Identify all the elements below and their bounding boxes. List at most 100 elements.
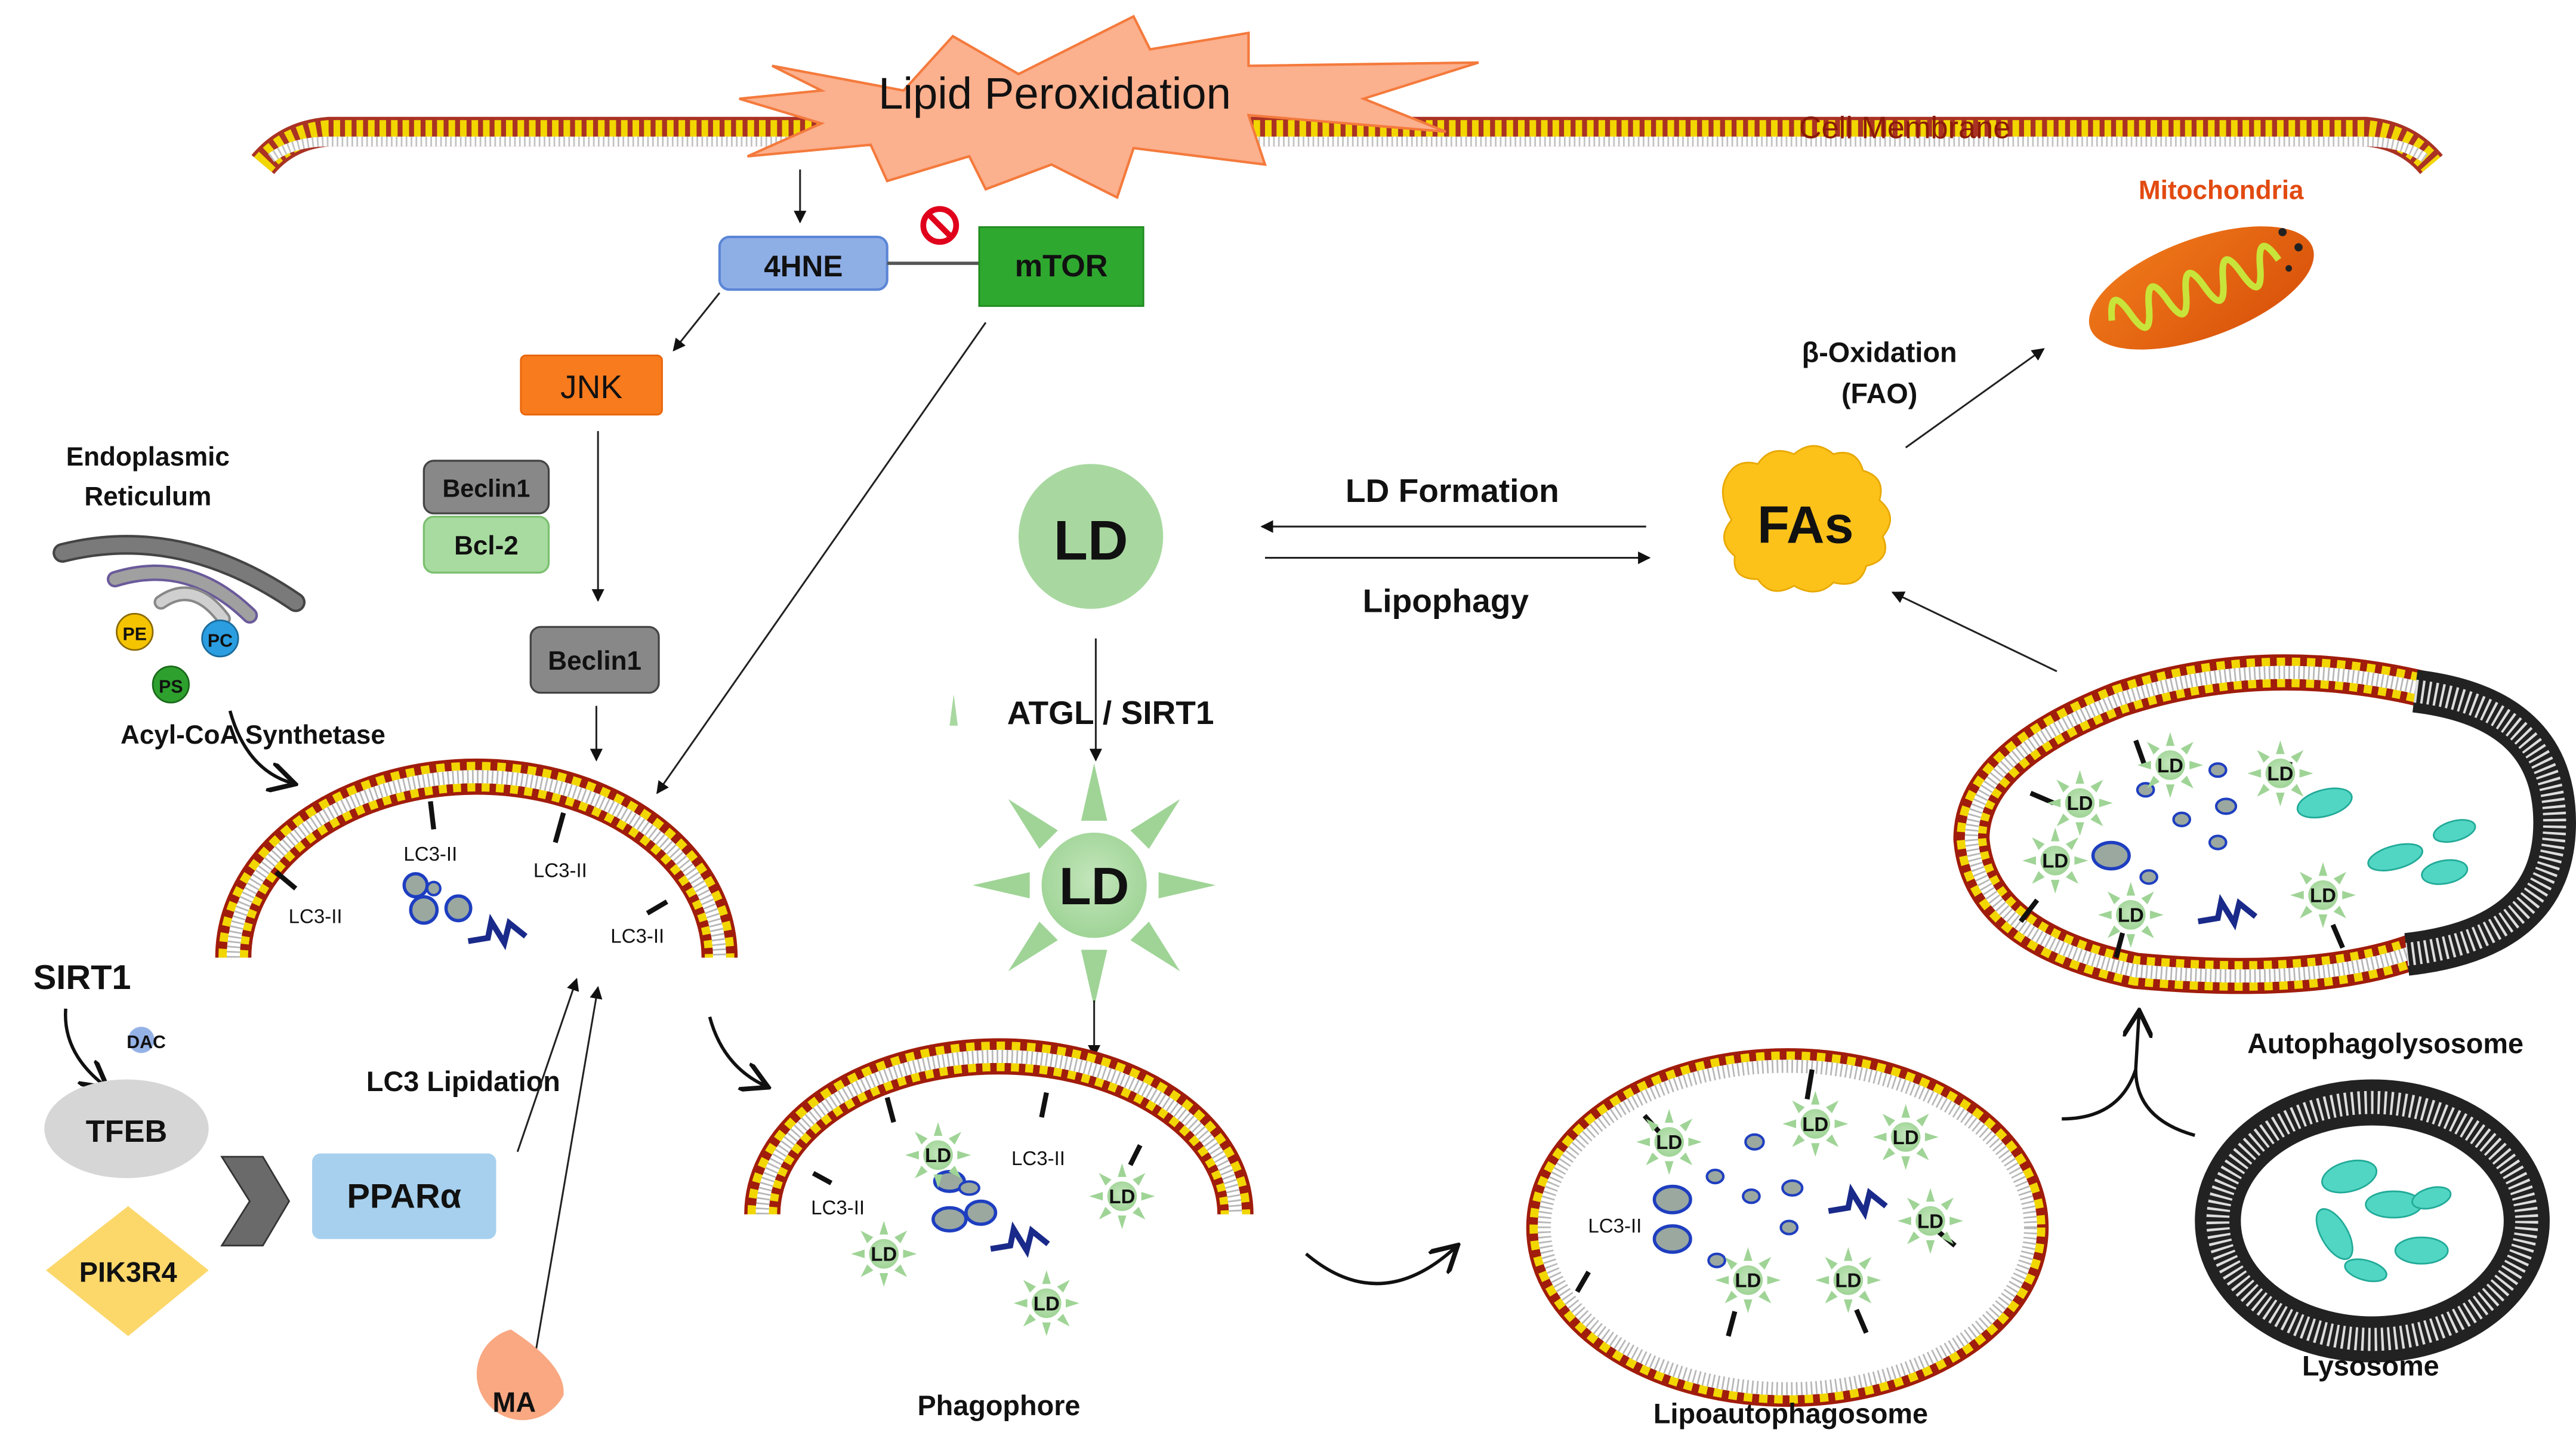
ld-ray	[1057, 1314, 1070, 1327]
ld-ray	[2075, 822, 2084, 836]
fao-label: (FAO)	[1841, 378, 1917, 409]
lipophagy-label: Lipophagy	[1363, 583, 1529, 620]
small-ld-icon: LD	[1636, 1109, 1702, 1175]
lc3-ii-label: LC3-II	[1011, 1148, 1065, 1170]
ld-ray	[1825, 1134, 1839, 1147]
ld-label: LD	[2310, 885, 2336, 907]
chevron-icon	[220, 1156, 291, 1247]
ld-ray	[860, 1264, 874, 1277]
ld-ray	[2126, 882, 2136, 896]
ld-ray	[2107, 891, 2121, 905]
curve-arrow-to-phagophore	[708, 1016, 766, 1086]
small-ld-icon: LD	[1089, 1163, 1155, 1230]
ld-ray	[1767, 1276, 1781, 1285]
svg-text:JNK: JNK	[560, 368, 622, 405]
ld-core	[1107, 1181, 1137, 1212]
ld-ray	[2126, 934, 2136, 948]
ld-ray	[1679, 1119, 1693, 1132]
fusion-curve-left	[2062, 1069, 2137, 1121]
ld-ray	[1882, 1147, 1895, 1160]
ld-ray	[1815, 1276, 1830, 1285]
ld-ray	[915, 1166, 928, 1179]
ld-label: LD	[1835, 1270, 1861, 1292]
ld-ray	[880, 1221, 889, 1235]
ld-ray	[2022, 856, 2036, 865]
lipid-peroxidation-label: Lipid Peroxidation	[878, 69, 1231, 118]
ld-ray	[2090, 814, 2103, 827]
small-ld-icon: LD	[2097, 882, 2164, 948]
ld-ray	[1916, 1113, 1929, 1127]
ld-ray	[1688, 1138, 1702, 1147]
ld-ray	[1042, 1322, 1051, 1336]
ld-ray	[1665, 1161, 1674, 1175]
ld-ray	[2147, 775, 2160, 788]
pc-molecule: PC	[201, 619, 239, 658]
ld-ray	[894, 1230, 908, 1243]
ld-core	[2308, 880, 2338, 910]
small-ld-icon: LD	[1872, 1104, 1939, 1170]
ld-ray	[2318, 914, 2328, 928]
ld-label: LD	[1893, 1127, 1919, 1149]
ld-ray	[1759, 1256, 1772, 1270]
mtor-node: mTOR	[978, 226, 1144, 307]
svg-text:LD: LD	[1054, 509, 1128, 571]
acyl-coa-curve-arrow	[228, 710, 292, 783]
ld-ray	[2291, 750, 2304, 763]
ld-label: LD	[2157, 755, 2183, 777]
ld-ray	[2180, 775, 2194, 788]
ld-ray	[2075, 770, 2084, 784]
ld-ray	[1133, 1173, 1146, 1186]
ld-ray	[1926, 1188, 1935, 1202]
svg-text:DAC: DAC	[127, 1033, 166, 1052]
ld-ray	[880, 1273, 889, 1287]
autophagolysosome-label: Autophagolysosome	[2247, 1028, 2523, 1059]
lysosome	[2195, 1079, 2550, 1363]
small-ld-icon: LD	[2047, 770, 2113, 836]
ld-ray	[2097, 910, 2112, 920]
svg-text:mTOR: mTOR	[1015, 249, 1108, 284]
ld-ray	[1008, 799, 1058, 849]
ld-ray	[2165, 784, 2175, 799]
ld-ray	[1099, 1206, 1112, 1220]
arrow-autophagolysosome-to-fas	[1891, 591, 2057, 673]
ld-core	[1800, 1109, 1831, 1139]
svg-text:Beclin1: Beclin1	[548, 646, 641, 676]
svg-text:PIK3R4: PIK3R4	[79, 1257, 177, 1288]
svg-text:TFEB: TFEB	[86, 1114, 168, 1149]
ld-ray	[948, 1132, 962, 1145]
curve-arrow-to-lipoautophagosome	[1305, 1247, 1456, 1286]
ld-ray	[2065, 837, 2079, 851]
svg-text:Bcl-2: Bcl-2	[454, 531, 519, 560]
ld-ray	[2074, 856, 2088, 865]
ld-ray	[2090, 780, 2103, 793]
ld-ray	[2032, 871, 2045, 884]
ld-ray	[1926, 1240, 1935, 1254]
tfeb-node: TFEB	[44, 1079, 209, 1178]
ld-ray	[1916, 1147, 1929, 1160]
small-ld-icon: LD	[1715, 1247, 1781, 1313]
lc3-ii-label: LC3-II	[403, 843, 457, 865]
ld-ray	[1133, 1206, 1146, 1220]
small-ld-icon: LD	[2247, 740, 2313, 806]
ld-ray	[1825, 1100, 1839, 1114]
pik3r4-node: PIK3R4	[46, 1206, 209, 1336]
ld-ray	[2165, 732, 2175, 746]
ld-ray	[1941, 1197, 1954, 1210]
ld-ray	[1825, 1290, 1838, 1304]
ld-ray	[1724, 1256, 1738, 1270]
inhibition-icon	[920, 206, 960, 245]
ld-ray	[2047, 799, 2061, 808]
ld-ray	[2276, 740, 2285, 754]
ld-ray	[2056, 780, 2069, 793]
dac-icon: DAC	[127, 1027, 166, 1053]
ld-label: LD	[1059, 857, 1129, 916]
ld-core	[1041, 832, 1147, 938]
ld-ray	[2333, 871, 2346, 885]
small-ld-icon: LD	[1897, 1188, 1964, 1254]
lc3-ii-label: LC3-II	[811, 1197, 865, 1219]
sirt1-label: SIRT1	[33, 959, 131, 997]
arrow-ppar-to-phagophore	[516, 978, 579, 1153]
ld-ray	[2290, 891, 2304, 899]
arrow-fas-to-mitochondria	[1905, 348, 2045, 449]
ld-ray	[2056, 814, 2069, 827]
